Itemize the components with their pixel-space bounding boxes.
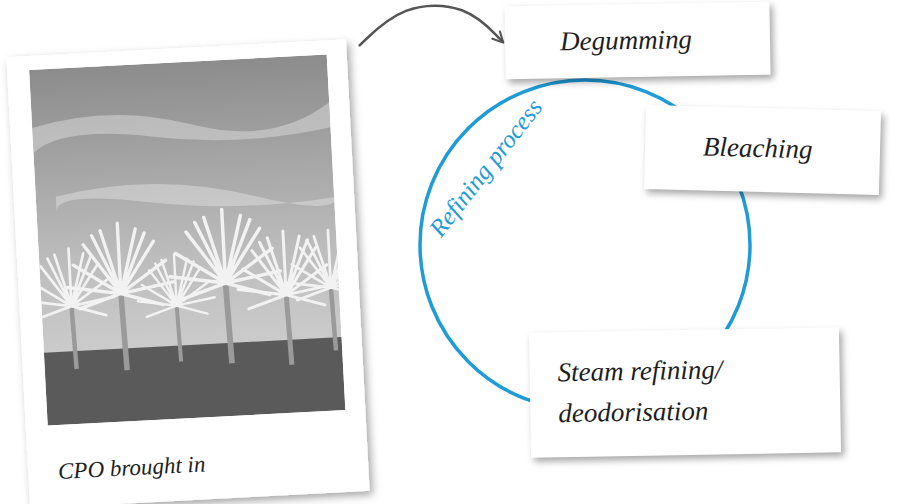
cycle-label: Refining process	[423, 93, 549, 243]
polaroid-frame	[6, 39, 369, 504]
step-label: Degumming	[560, 19, 721, 62]
flow-arrow	[360, 6, 503, 46]
palm-photo	[29, 54, 345, 425]
polaroid	[6, 39, 384, 504]
process-box: Steam refining/ deodorisation	[529, 327, 841, 457]
photo-frame: CPO brought in	[6, 39, 369, 504]
step-label: Steam refining/ deodorisation	[557, 348, 788, 433]
process-box: Bleaching	[644, 105, 881, 195]
photo-caption: CPO brought in	[57, 440, 348, 490]
step-label: Bleaching	[703, 126, 841, 170]
process-box: Degumming	[504, 2, 770, 80]
